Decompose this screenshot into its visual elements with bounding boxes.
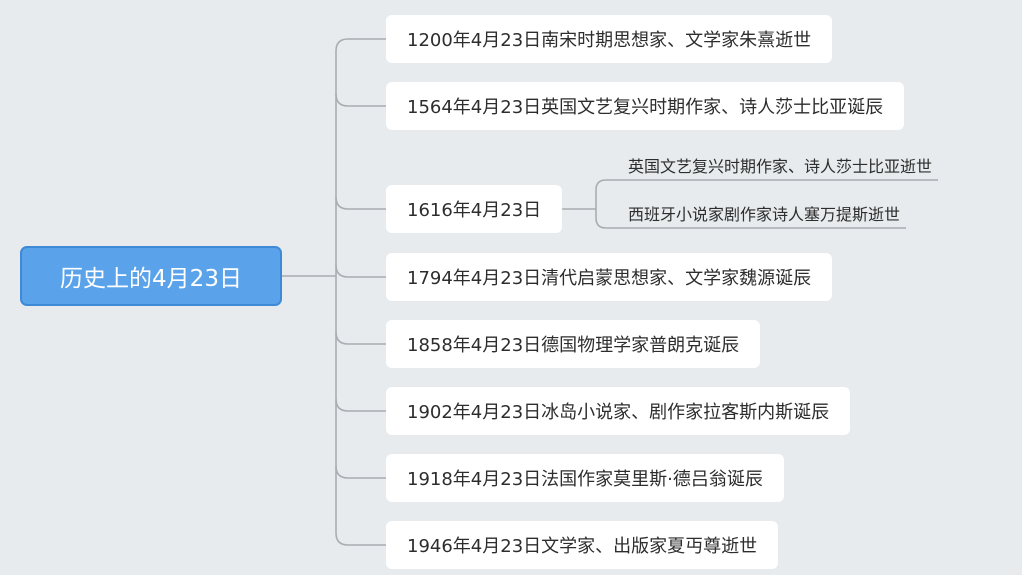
topic-label: 1616年4月23日 (407, 200, 542, 221)
topic-label: 1200年4月23日南宋时期思想家、文学家朱熹逝世 (407, 30, 812, 51)
branch-connector (335, 264, 386, 278)
topic-1918[interactable]: 1918年4月23日法国作家莫里斯·德吕翁诞辰 (386, 454, 784, 502)
topic-1616[interactable]: 1616年4月23日 (386, 185, 563, 233)
subtopic-label: 英国文艺复兴时期作家、诗人莎士比亚逝世 (628, 157, 933, 176)
branch-connector (335, 532, 386, 546)
branch-connector (335, 93, 386, 107)
subtopic-cervantes-death[interactable]: 西班牙小说家剧作家诗人塞万提斯逝世 (596, 198, 906, 228)
topic-label: 1858年4月23日德国物理学家普朗克诞辰 (407, 335, 740, 356)
branch-connector (335, 196, 386, 210)
subtopic-shakespeare-death[interactable]: 英国文艺复兴时期作家、诗人莎士比亚逝世 (596, 150, 938, 180)
topic-1858[interactable]: 1858年4月23日德国物理学家普朗克诞辰 (386, 320, 761, 368)
topic-1946[interactable]: 1946年4月23日文学家、出版家夏丏尊逝世 (386, 521, 779, 569)
branch-connector (335, 331, 386, 345)
root-topic-label: 历史上的4月23日 (60, 266, 242, 292)
sub-branch-underline (595, 179, 939, 191)
topic-label: 1794年4月23日清代启蒙思想家、文学家魏源诞辰 (407, 268, 812, 289)
topic-1902[interactable]: 1902年4月23日冰岛小说家、剧作家拉客斯内斯诞辰 (386, 387, 851, 435)
root-topic[interactable]: 历史上的4月23日 (20, 246, 282, 306)
topic-label: 1564年4月23日英国文艺复兴时期作家、诗人莎士比亚诞辰 (407, 97, 884, 118)
topic-1564[interactable]: 1564年4月23日英国文艺复兴时期作家、诗人莎士比亚诞辰 (386, 82, 905, 130)
branch-connector (335, 465, 386, 479)
topic-label: 1918年4月23日法国作家莫里斯·德吕翁诞辰 (407, 469, 763, 490)
branch-connector (335, 398, 386, 412)
topic-1200[interactable]: 1200年4月23日南宋时期思想家、文学家朱熹逝世 (386, 15, 833, 63)
topic-1794[interactable]: 1794年4月23日清代启蒙思想家、文学家魏源诞辰 (386, 253, 833, 301)
topic-label: 1946年4月23日文学家、出版家夏丏尊逝世 (407, 536, 758, 557)
subtopic-label: 西班牙小说家剧作家诗人塞万提斯逝世 (628, 205, 901, 224)
topic-label: 1902年4月23日冰岛小说家、剧作家拉客斯内斯诞辰 (407, 402, 830, 423)
branch-connector (335, 38, 386, 52)
